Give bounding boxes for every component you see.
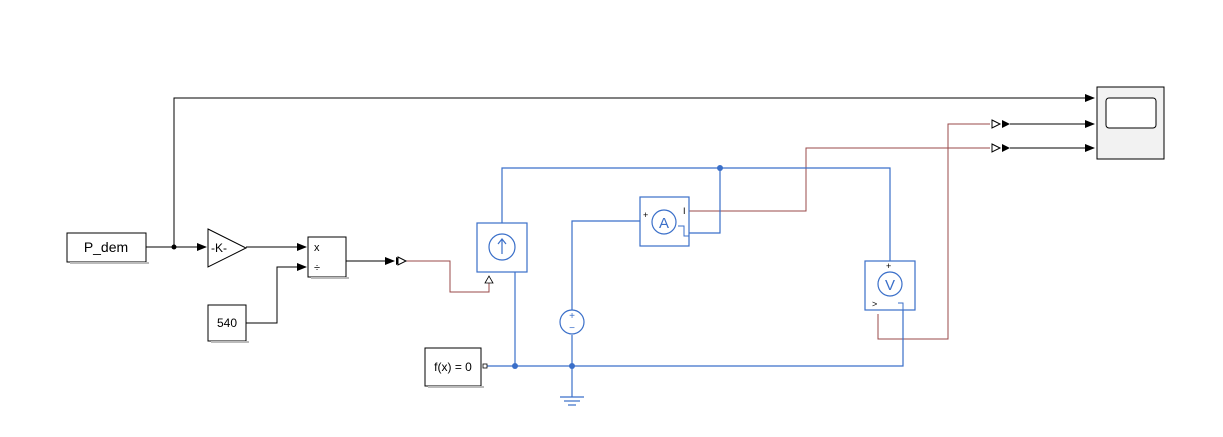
- constant-label: 540: [217, 316, 237, 330]
- controlled-current-source[interactable]: [476, 222, 528, 284]
- ps-signal-lines: [406, 123, 990, 340]
- branch-point: [171, 244, 177, 250]
- voltmeter-port-label: >: [872, 299, 877, 309]
- scope-block[interactable]: [1096, 86, 1165, 160]
- voltmeter-symbol: V: [885, 277, 895, 294]
- physical-lines: [486, 167, 904, 397]
- phys-ammeter-plus[interactable]: [571, 220, 640, 310]
- converter-ps-to-sl-2[interactable]: [991, 143, 1010, 153]
- phys-top-rail[interactable]: [501, 167, 891, 261]
- ammeter-plus: +: [643, 210, 648, 220]
- phys-ammeter-minus[interactable]: [689, 168, 721, 234]
- ps-line-voltmeter-to-scope[interactable]: [877, 123, 990, 340]
- constant-block[interactable]: 540: [207, 304, 249, 343]
- product-mul-label: x: [314, 242, 320, 254]
- pdem-block[interactable]: P_dem: [66, 232, 149, 264]
- junctions: [512, 165, 723, 369]
- pdem-label: P_dem: [84, 239, 128, 255]
- solver-label: f(x) = 0: [434, 360, 472, 374]
- product-div-label: ÷: [314, 262, 320, 274]
- phys-bottom-rail[interactable]: [486, 300, 904, 367]
- voltage-sensor[interactable]: V + >: [864, 260, 916, 311]
- gain-label: -K-: [211, 241, 227, 255]
- converter-ps-to-sl-1[interactable]: [991, 119, 1010, 129]
- ps-input-port-icon: [484, 275, 494, 284]
- dc-voltage-source[interactable]: + −: [559, 309, 585, 335]
- ammeter-port-label: I: [683, 206, 686, 216]
- product-block[interactable]: x ÷: [307, 236, 349, 279]
- converter-sl-to-ps[interactable]: [396, 256, 408, 266]
- ps-line-ammeter-to-scope[interactable]: [689, 147, 990, 212]
- line-constant-to-product[interactable]: [246, 263, 307, 324]
- line-pdem-to-scope[interactable]: [173, 94, 1095, 247]
- gain-block[interactable]: -K-: [207, 228, 248, 268]
- dc-plus: +: [569, 311, 575, 322]
- signal-lines: [146, 94, 1095, 324]
- ground-icon[interactable]: [560, 396, 584, 406]
- solver-configuration-block[interactable]: f(x) = 0: [424, 347, 488, 388]
- dc-minus: −: [569, 323, 575, 334]
- voltmeter-plus: +: [886, 261, 891, 271]
- ammeter-symbol: A: [659, 215, 669, 232]
- ps-line-converter-to-source[interactable]: [406, 260, 490, 293]
- current-sensor[interactable]: A + I: [639, 196, 690, 247]
